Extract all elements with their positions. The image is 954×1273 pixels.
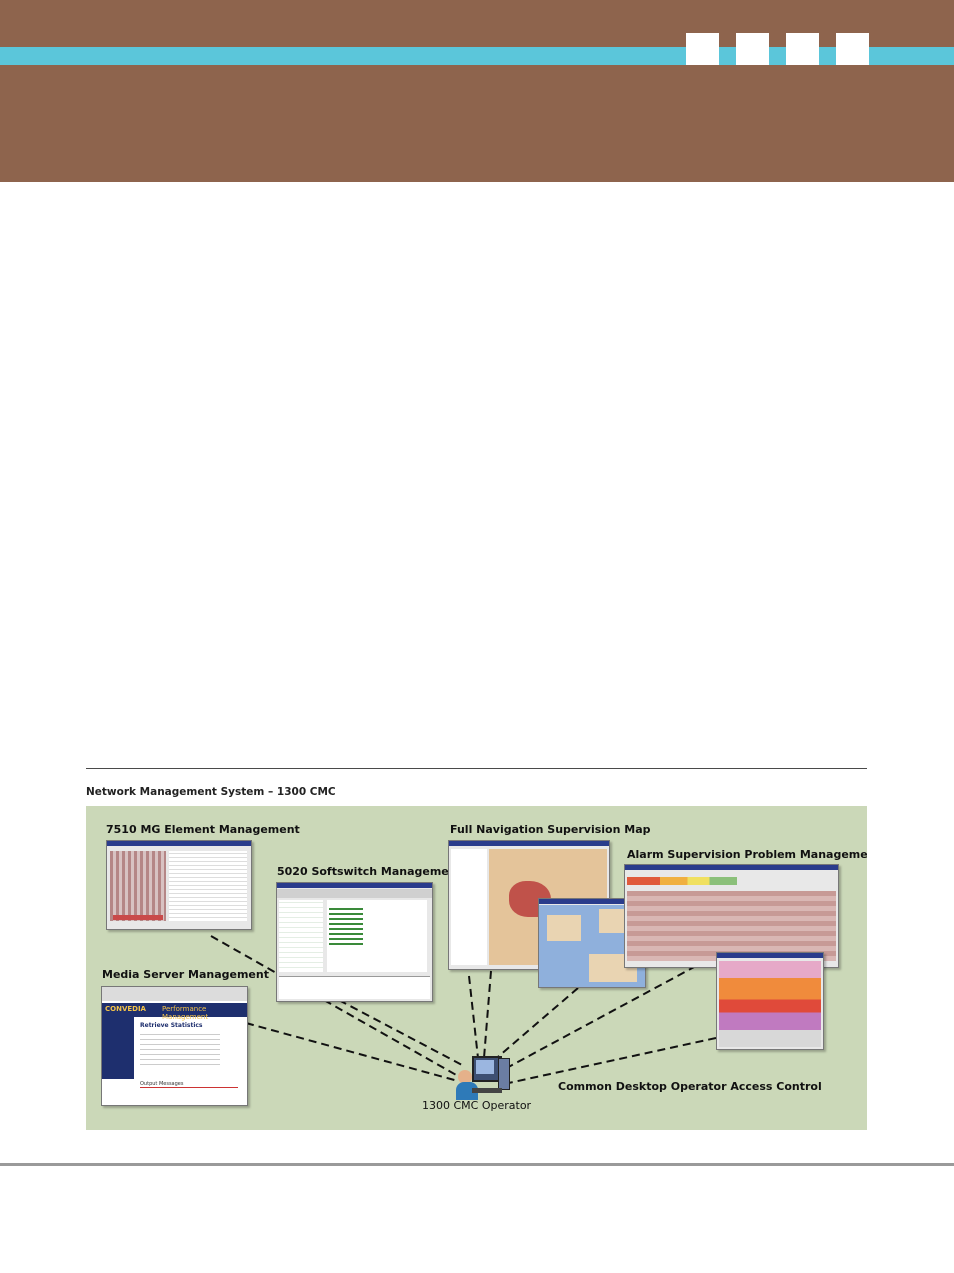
figure-caption: Network Management System – 1300 CMC	[86, 786, 336, 798]
screenshot-mg-element-management	[106, 840, 252, 930]
label-common-desktop: Common Desktop Operator Access Control	[558, 1080, 822, 1093]
connector-lines	[210, 935, 717, 1085]
media-output: Output Messages	[140, 1081, 184, 1087]
figure-top-rule	[86, 768, 867, 769]
media-banner: Performance Management	[162, 1005, 209, 1021]
header-square-4	[836, 33, 869, 65]
screenshot-media-server: CONVEDIA Performance Management Retrieve…	[101, 986, 248, 1106]
label-alarm-supervision: Alarm Supervision Problem Management	[627, 848, 867, 861]
figure-panel: 7510 MG Element Management 5020 Softswit…	[86, 806, 867, 1130]
label-navigation-supervision-map: Full Navigation Supervision Map	[450, 823, 651, 836]
screenshot-alarm-list	[716, 952, 824, 1050]
header-square-2	[736, 33, 769, 65]
bottom-rule	[0, 1163, 954, 1166]
header-band	[0, 0, 954, 182]
operator-workstation-icon	[456, 1056, 510, 1104]
label-softswitch-management: 5020 Softswitch Management	[277, 865, 462, 878]
label-operator: 1300 CMC Operator	[422, 1099, 532, 1112]
screenshot-alarm-supervision	[624, 864, 839, 968]
header-square-1	[686, 33, 719, 65]
media-brand: CONVEDIA	[105, 1005, 146, 1013]
media-heading: Retrieve Statistics	[140, 1022, 203, 1029]
label-mg-element-management: 7510 MG Element Management	[106, 823, 300, 836]
header-square-3	[786, 33, 819, 65]
label-media-server-management: Media Server Management	[102, 968, 269, 981]
screenshot-softswitch-management	[276, 882, 433, 1002]
